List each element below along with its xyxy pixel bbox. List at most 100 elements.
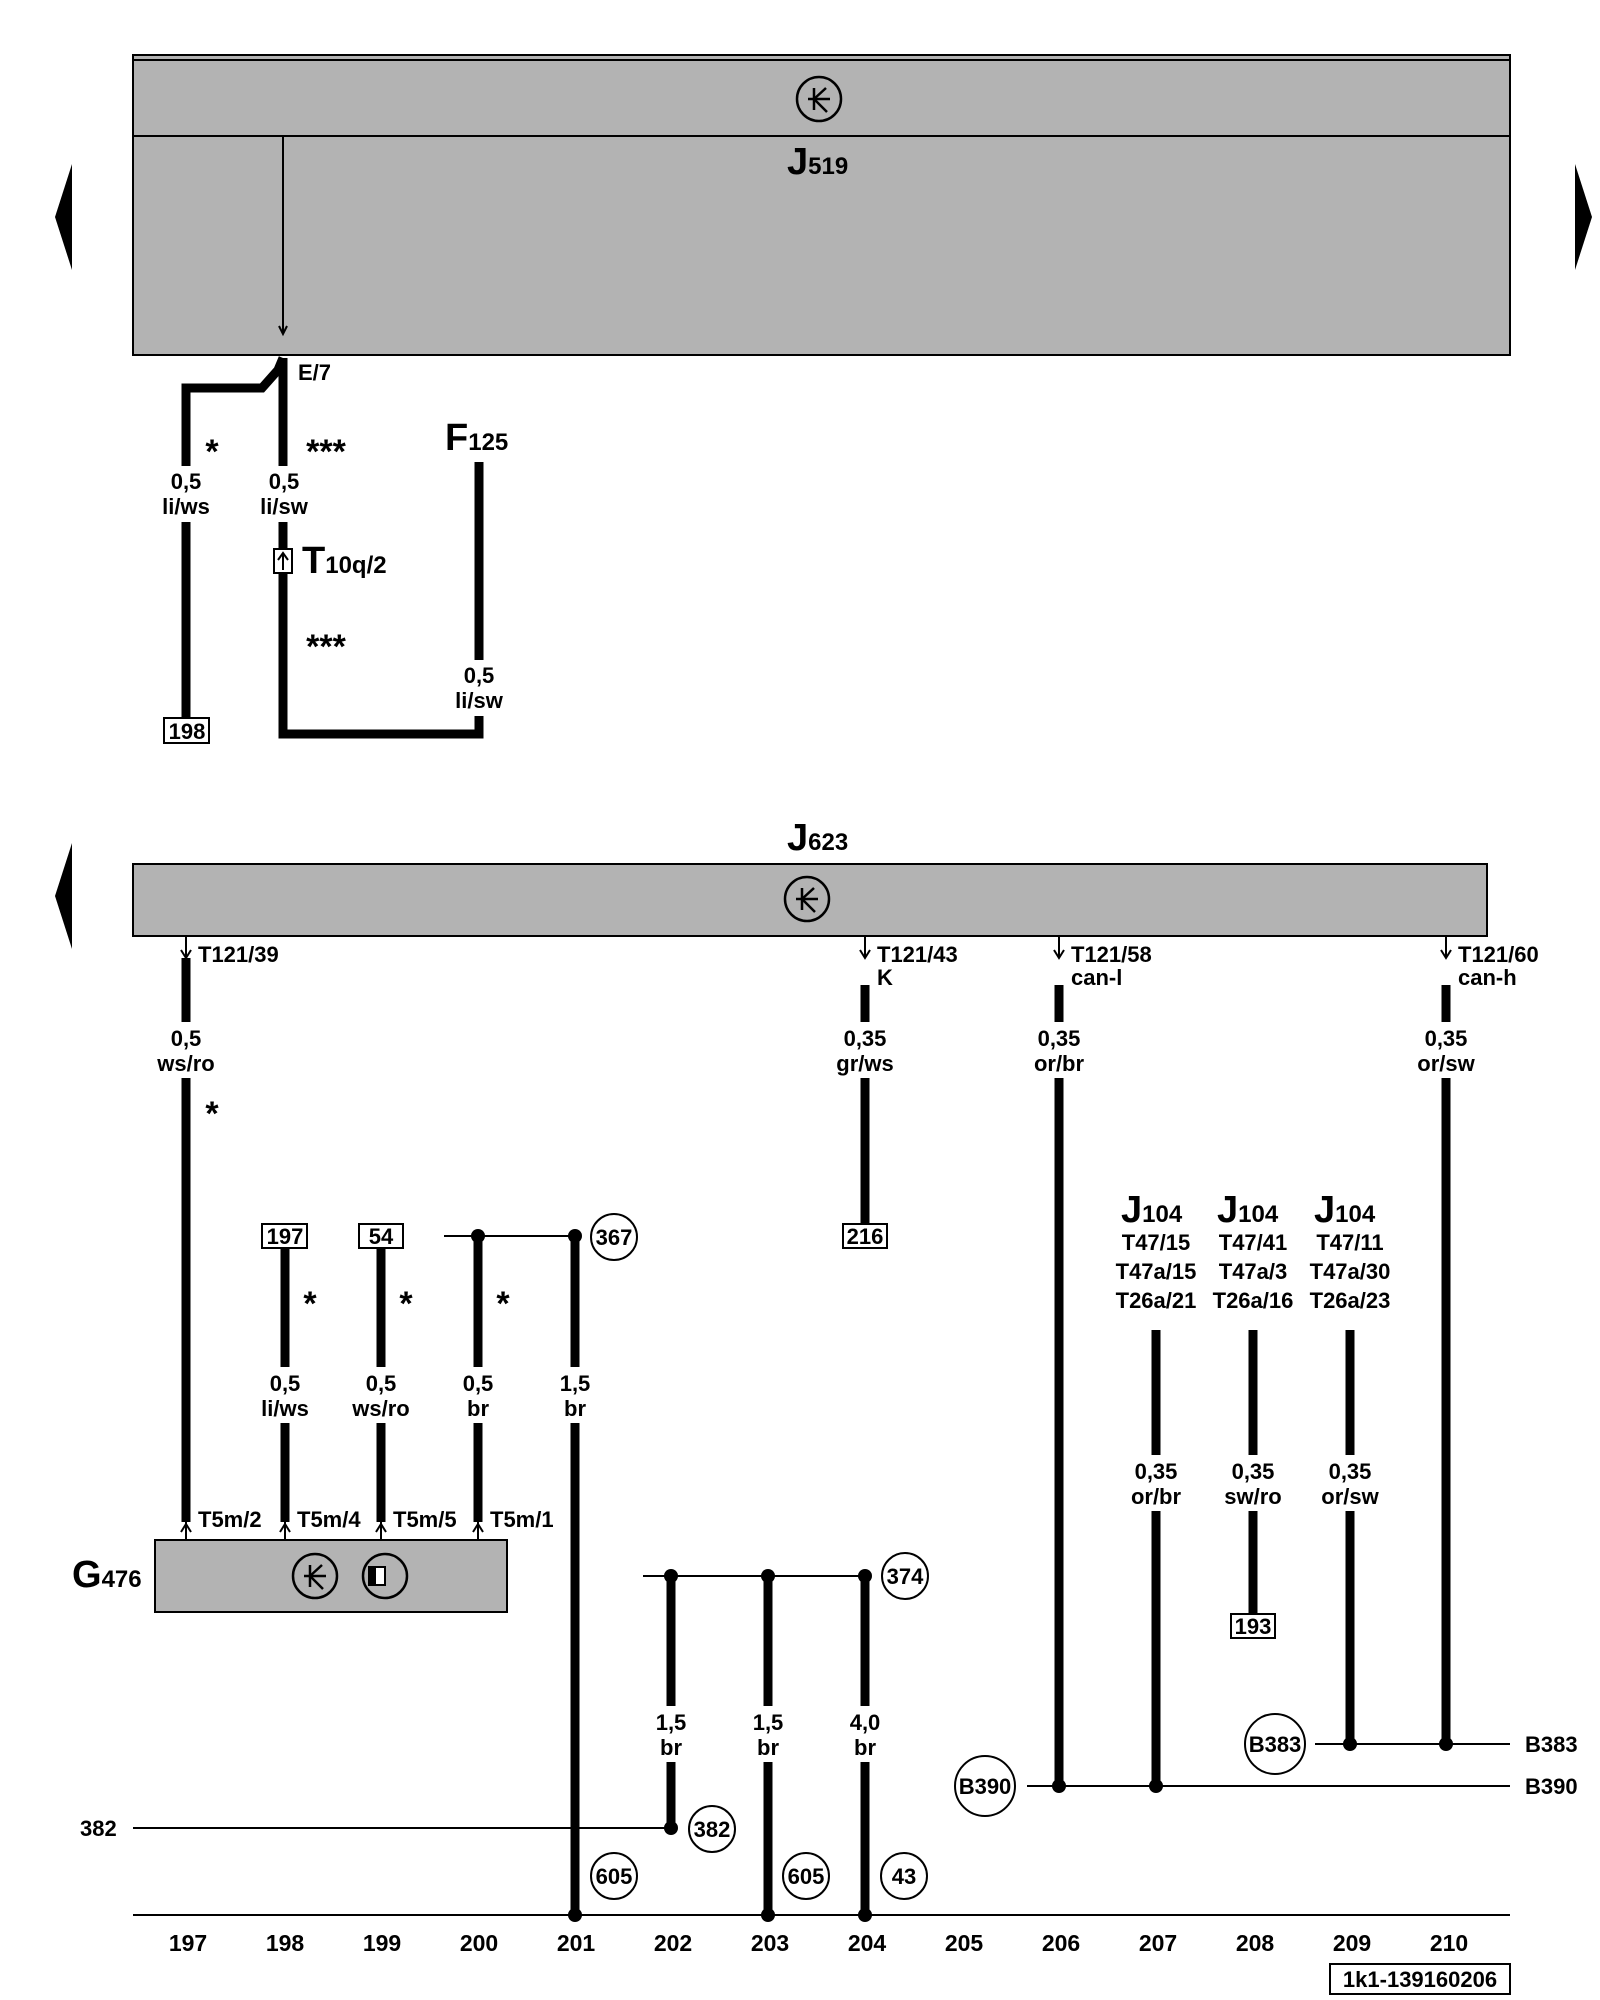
g476-sensor [154, 1539, 508, 1613]
pin-t121-39: T121/39 [198, 942, 279, 967]
asterisk-w2-bottom: *** [306, 628, 346, 666]
svg-text:382: 382 [694, 1817, 731, 1842]
electronic-module-icon [783, 875, 831, 923]
svg-text:T26a/16: T26a/16 [1213, 1288, 1294, 1313]
svg-text:T47a/30: T47a/30 [1310, 1259, 1391, 1284]
j104-group-207: J104 T47/15 T47a/15 T26a/21 [1116, 1189, 1197, 1313]
wire-color: or/sw [1417, 1051, 1475, 1076]
wire-size: 0,5 [269, 469, 300, 494]
wire-size: 0,35 [844, 1026, 887, 1051]
ref-circle-605-b[interactable]: 605 [782, 1852, 830, 1900]
wire-size: 4,0 [850, 1710, 881, 1735]
ref-circle-382[interactable]: 382 [688, 1805, 736, 1853]
svg-text:T47/15: T47/15 [1122, 1230, 1191, 1255]
wire-color: or/br [1131, 1484, 1182, 1509]
wire-color: br [757, 1735, 779, 1760]
column-number: 207 [1139, 1930, 1177, 1956]
column-number: 202 [654, 1930, 692, 1956]
ref-circle-605-a[interactable]: 605 [590, 1852, 638, 1900]
wire-size: 0,35 [1038, 1026, 1081, 1051]
ref-circle-b390[interactable]: B390 [954, 1755, 1016, 1817]
ref-box-198[interactable]: 198 [163, 717, 210, 744]
bus-label-b390: B390 [1525, 1774, 1578, 1799]
wire-size: 0,5 [171, 469, 202, 494]
pin-t5m1: T5m/1 [490, 1507, 554, 1532]
asterisk-w10: * [496, 1285, 510, 1323]
f125-label: F125 [445, 417, 508, 459]
wire-color: or/sw [1321, 1484, 1379, 1509]
column-number: 210 [1430, 1930, 1468, 1956]
j623-label: J623 [787, 817, 848, 859]
ref-circle-43[interactable]: 43 [880, 1852, 928, 1900]
wire-color: gr/ws [836, 1051, 893, 1076]
pin-t121-58: T121/58 [1071, 942, 1152, 967]
previous-page-arrow-bottom[interactable] [55, 843, 72, 949]
lower-wires [181, 958, 1451, 1915]
wire-size: 0,35 [1232, 1459, 1275, 1484]
svg-text:J104: J104 [1121, 1189, 1183, 1231]
svg-text:367: 367 [596, 1225, 633, 1250]
connector-t10q [273, 548, 293, 574]
ref-box-197[interactable]: 197 [261, 1223, 308, 1249]
wire-color: li/sw [260, 494, 309, 519]
svg-text:T47a/3: T47a/3 [1219, 1259, 1288, 1284]
wire-size: 1,5 [560, 1371, 591, 1396]
column-number: 203 [751, 1930, 789, 1956]
ref-box-54[interactable]: 54 [358, 1223, 404, 1249]
ref-circle-374[interactable]: 374 [881, 1552, 929, 1600]
j519-label: J519 [787, 141, 848, 183]
next-page-arrow-top[interactable] [1575, 164, 1592, 270]
j519-control-unit: J519 [132, 54, 1511, 356]
ref-circle-367[interactable]: 367 [590, 1213, 638, 1261]
svg-text:198: 198 [169, 719, 206, 744]
previous-page-arrow-top[interactable] [55, 164, 72, 270]
column-number: 198 [266, 1930, 305, 1956]
svg-text:605: 605 [788, 1864, 825, 1889]
wire-size: 0,5 [366, 1371, 397, 1396]
pin-e7: E/7 [298, 360, 331, 385]
sensor-element-icon [361, 1552, 409, 1600]
wire-size: 0,35 [1329, 1459, 1372, 1484]
wire-color: br [467, 1396, 489, 1421]
wire-color: li/ws [261, 1396, 309, 1421]
column-number: 199 [363, 1930, 401, 1956]
svg-text:J104: J104 [1314, 1189, 1376, 1231]
j104-group-209: J104 T47/11 T47a/30 T26a/23 [1310, 1189, 1391, 1313]
svg-text:605: 605 [596, 1864, 633, 1889]
column-number: 206 [1042, 1930, 1080, 1956]
column-number: 209 [1333, 1930, 1371, 1956]
wire-size: 1,5 [656, 1710, 687, 1735]
svg-text:193: 193 [1235, 1614, 1272, 1639]
wire-size: 0,5 [171, 1026, 202, 1051]
pin-signal-can-l: can-l [1071, 965, 1122, 990]
wire-size: 0,5 [464, 663, 495, 688]
svg-text:T47/11: T47/11 [1316, 1230, 1383, 1255]
pin-arrows-g476 [180, 1518, 484, 1540]
svg-text:T26a/23: T26a/23 [1310, 1288, 1391, 1313]
wire-li-ws-upper [181, 356, 288, 720]
pin-arrows-j623 [180, 936, 1452, 960]
ref-box-216[interactable]: 216 [842, 1223, 888, 1249]
j623-control-unit [132, 863, 1488, 937]
column-number: 204 [848, 1930, 887, 1956]
asterisk-w2-top: *** [306, 433, 346, 471]
electronic-module-icon [795, 75, 843, 123]
wire-color: ws/ro [351, 1396, 409, 1421]
wire-color: li/ws [162, 494, 210, 519]
bus-label-382: 382 [80, 1816, 117, 1841]
wire-li-sw-upper [278, 358, 484, 739]
svg-text:T47a/15: T47a/15 [1116, 1259, 1197, 1284]
junction-dots [471, 1229, 1453, 1922]
column-number: 201 [557, 1930, 596, 1956]
j104-group-208: J104 T47/41 T47a/3 T26a/16 [1213, 1189, 1294, 1313]
pin-t121-43: T121/43 [877, 942, 958, 967]
asterisk-w8: * [303, 1285, 317, 1323]
wire-size: 0,35 [1135, 1459, 1178, 1484]
pin-t5m4: T5m/4 [297, 1507, 361, 1532]
svg-text:B383: B383 [1249, 1732, 1302, 1757]
ref-box-193[interactable]: 193 [1230, 1613, 1276, 1639]
wire-size: 1,5 [753, 1710, 784, 1735]
ref-circle-b383[interactable]: B383 [1244, 1713, 1306, 1775]
svg-text:374: 374 [887, 1564, 924, 1589]
